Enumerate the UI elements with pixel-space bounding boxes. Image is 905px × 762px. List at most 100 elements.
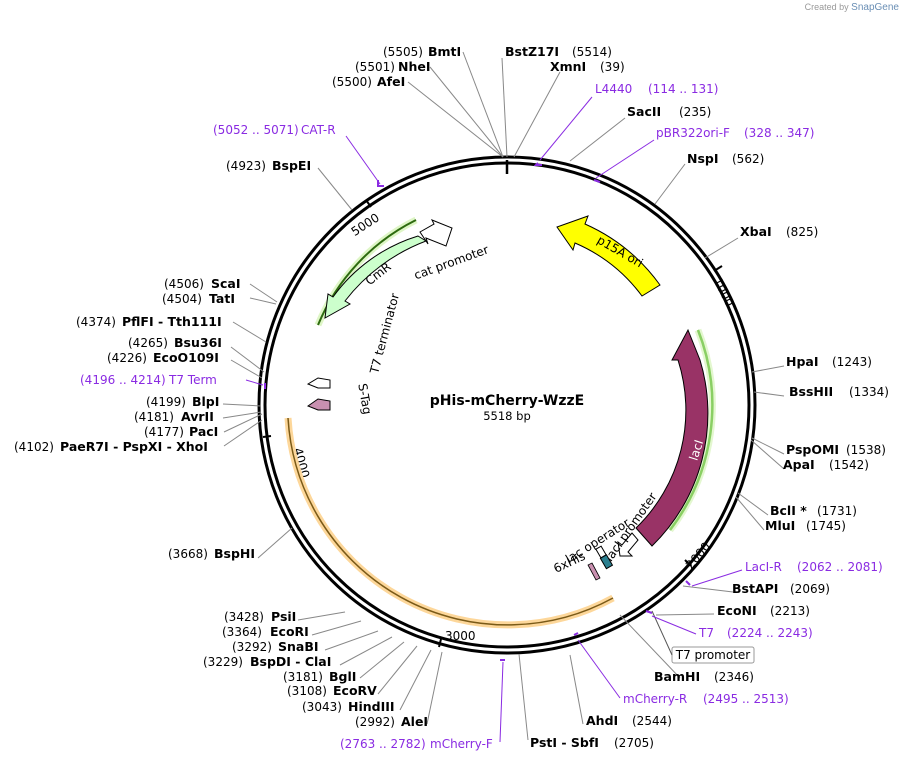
orf-arc xyxy=(287,417,614,626)
site-hpai[interactable]: HpaI xyxy=(786,354,819,369)
site-bspdi-clai[interactable]: BspDI - ClaI xyxy=(250,654,331,669)
primer-t7term-range: (4196 .. 4214) xyxy=(80,373,166,387)
site-bspei-pos: (4923) xyxy=(226,159,266,173)
primer-marks xyxy=(264,162,691,661)
site-pflfi-pos: (4374) xyxy=(76,315,116,329)
site-bsshii[interactable]: BssHII xyxy=(789,384,833,399)
site-bcli[interactable]: BclI * xyxy=(770,503,807,518)
site-bmti[interactable]: BmtI xyxy=(428,44,461,59)
site-xmni[interactable]: XmnI xyxy=(550,59,586,74)
site-bgli-pos: (3181) xyxy=(283,670,323,684)
site-bsphi-pos: (3668) xyxy=(168,547,208,561)
site-blpi-pos: (4199) xyxy=(146,395,186,409)
site-psii[interactable]: PsiI xyxy=(271,609,296,624)
site-nhei-pos: (5501) xyxy=(355,60,395,74)
restriction-sites: (5505) BmtI (5501) NheI (5500) AfeI BstZ… xyxy=(14,44,889,750)
site-paci-pos: (4177) xyxy=(144,425,184,439)
site-afei[interactable]: AfeI xyxy=(377,74,405,89)
site-xbai-pos: (825) xyxy=(786,225,818,239)
site-psti-sbfi-pos: (2705) xyxy=(614,736,654,750)
site-avrii[interactable]: AvrII xyxy=(181,409,214,424)
site-xhoi[interactable]: PaeR7I - PspXI - XhoI xyxy=(60,439,208,454)
plasmid-size: 5518 bp xyxy=(483,409,531,423)
site-bstapi[interactable]: BstAPI xyxy=(732,581,778,596)
site-psti-sbfi[interactable]: PstI - SbfI xyxy=(530,735,599,750)
site-pflfi[interactable]: PflFI - Tth111I xyxy=(122,314,222,329)
site-tati[interactable]: TatI xyxy=(209,291,235,306)
primer-mcherry-f[interactable]: mCherry-F xyxy=(430,737,493,751)
primer-mcherry-r[interactable]: mCherry-R xyxy=(623,692,687,706)
primer-laci-r[interactable]: LacI-R xyxy=(745,560,782,574)
site-bstz17i[interactable]: BstZ17I xyxy=(505,44,559,59)
tick-5000: 5000 xyxy=(349,210,382,238)
s-tag-label: S-Tag xyxy=(355,382,374,415)
site-bamhi-pos: (2346) xyxy=(714,670,754,684)
primer-pbr322ori-f-range: (328 .. 347) xyxy=(744,126,814,140)
primer-t7term[interactable]: T7 Term xyxy=(168,373,217,387)
site-bspei[interactable]: BspEI xyxy=(272,158,311,173)
site-pspomi[interactable]: PspOMI xyxy=(786,442,839,457)
site-ecorv[interactable]: EcoRV xyxy=(333,683,377,698)
credit-prefix: Created by xyxy=(804,2,849,12)
site-nhei[interactable]: NheI xyxy=(398,59,431,74)
site-bamhi[interactable]: BamHI xyxy=(654,669,700,684)
site-bspdi-clai-pos: (3229) xyxy=(203,655,243,669)
primer-pbr322ori-f[interactable]: pBR322ori-F xyxy=(656,126,730,140)
site-alei-pos: (2992) xyxy=(355,715,395,729)
site-bsu36i-pos: (4265) xyxy=(128,336,168,350)
tick-3000: 3000 xyxy=(445,629,476,643)
site-blpi[interactable]: BlpI xyxy=(192,394,219,409)
site-scai[interactable]: ScaI xyxy=(211,276,241,291)
site-mlui[interactable]: MluI xyxy=(765,518,795,533)
tick-marks: 1000 2000 3000 4000 5000 xyxy=(262,199,737,648)
site-bsphi[interactable]: BspHI xyxy=(214,546,255,561)
primer-t7[interactable]: T7 xyxy=(698,626,714,640)
site-bmti-pos: (5505) xyxy=(383,45,423,59)
t7-terminator-label: T7 terminator xyxy=(367,292,402,376)
site-snabi-pos: (3292) xyxy=(232,640,272,654)
his6-small-arrow xyxy=(587,562,601,581)
site-alei[interactable]: AleI xyxy=(401,714,428,729)
site-bsu36i[interactable]: Bsu36I xyxy=(174,335,222,350)
site-ecori-pos: (3364) xyxy=(222,625,262,639)
site-ecoo109i[interactable]: EcoO109I xyxy=(153,350,219,365)
site-sacii[interactable]: SacII xyxy=(627,104,661,119)
site-tati-pos: (4504) xyxy=(162,292,202,306)
leader-lines xyxy=(222,51,785,741)
site-ahdi[interactable]: AhdI xyxy=(586,713,618,728)
laci-feature[interactable]: lacI xyxy=(635,328,709,547)
site-hindiii[interactable]: HindIII xyxy=(348,699,395,714)
site-hpai-pos: (1243) xyxy=(832,355,872,369)
t7-terminator-arrow xyxy=(306,377,331,389)
site-bstapi-pos: (2069) xyxy=(790,582,830,596)
laci-label: lacI xyxy=(686,438,706,462)
site-paci[interactable]: PacI xyxy=(189,424,218,439)
site-econi-pos: (2213) xyxy=(770,604,810,618)
site-nspi[interactable]: NspI xyxy=(687,151,719,166)
site-ecori[interactable]: EcoRI xyxy=(270,624,309,639)
t7-promoter-box[interactable]: T7 promoter xyxy=(651,610,755,664)
primer-l4440[interactable]: L4440 xyxy=(595,82,632,96)
primer-labels: L4440 (114 .. 131) pBR322ori-F (328 .. 3… xyxy=(80,82,883,751)
site-bcli-pos: (1731) xyxy=(817,504,857,518)
site-econi[interactable]: EcoNI xyxy=(717,603,757,618)
primer-mcherry-r-range: (2495 .. 2513) xyxy=(703,692,789,706)
p15a-ori-feature[interactable]: p15A ori xyxy=(556,215,661,297)
site-sacii-pos: (235) xyxy=(679,105,711,119)
tick-2000: 2000 xyxy=(683,539,713,571)
site-bgli[interactable]: BglI xyxy=(329,669,356,684)
snapgene-credit: Created by SnapGene xyxy=(805,2,899,13)
site-avrii-pos: (4181) xyxy=(134,410,174,424)
site-snabi[interactable]: SnaBI xyxy=(278,639,319,654)
orf-highlight-arc xyxy=(284,417,615,629)
site-afei-pos: (5500) xyxy=(332,75,372,89)
site-xmni-pos: (39) xyxy=(600,60,625,74)
site-bstz17i-pos: (5514) xyxy=(572,45,612,59)
site-hindiii-pos: (3043) xyxy=(302,700,342,714)
site-xbai[interactable]: XbaI xyxy=(740,224,772,239)
site-ahdi-pos: (2544) xyxy=(632,714,672,728)
primer-cat-r-range: (5052 .. 5071) xyxy=(213,123,299,137)
primer-cat-r[interactable]: CAT-R xyxy=(301,123,336,137)
site-apai[interactable]: ApaI xyxy=(783,457,815,472)
